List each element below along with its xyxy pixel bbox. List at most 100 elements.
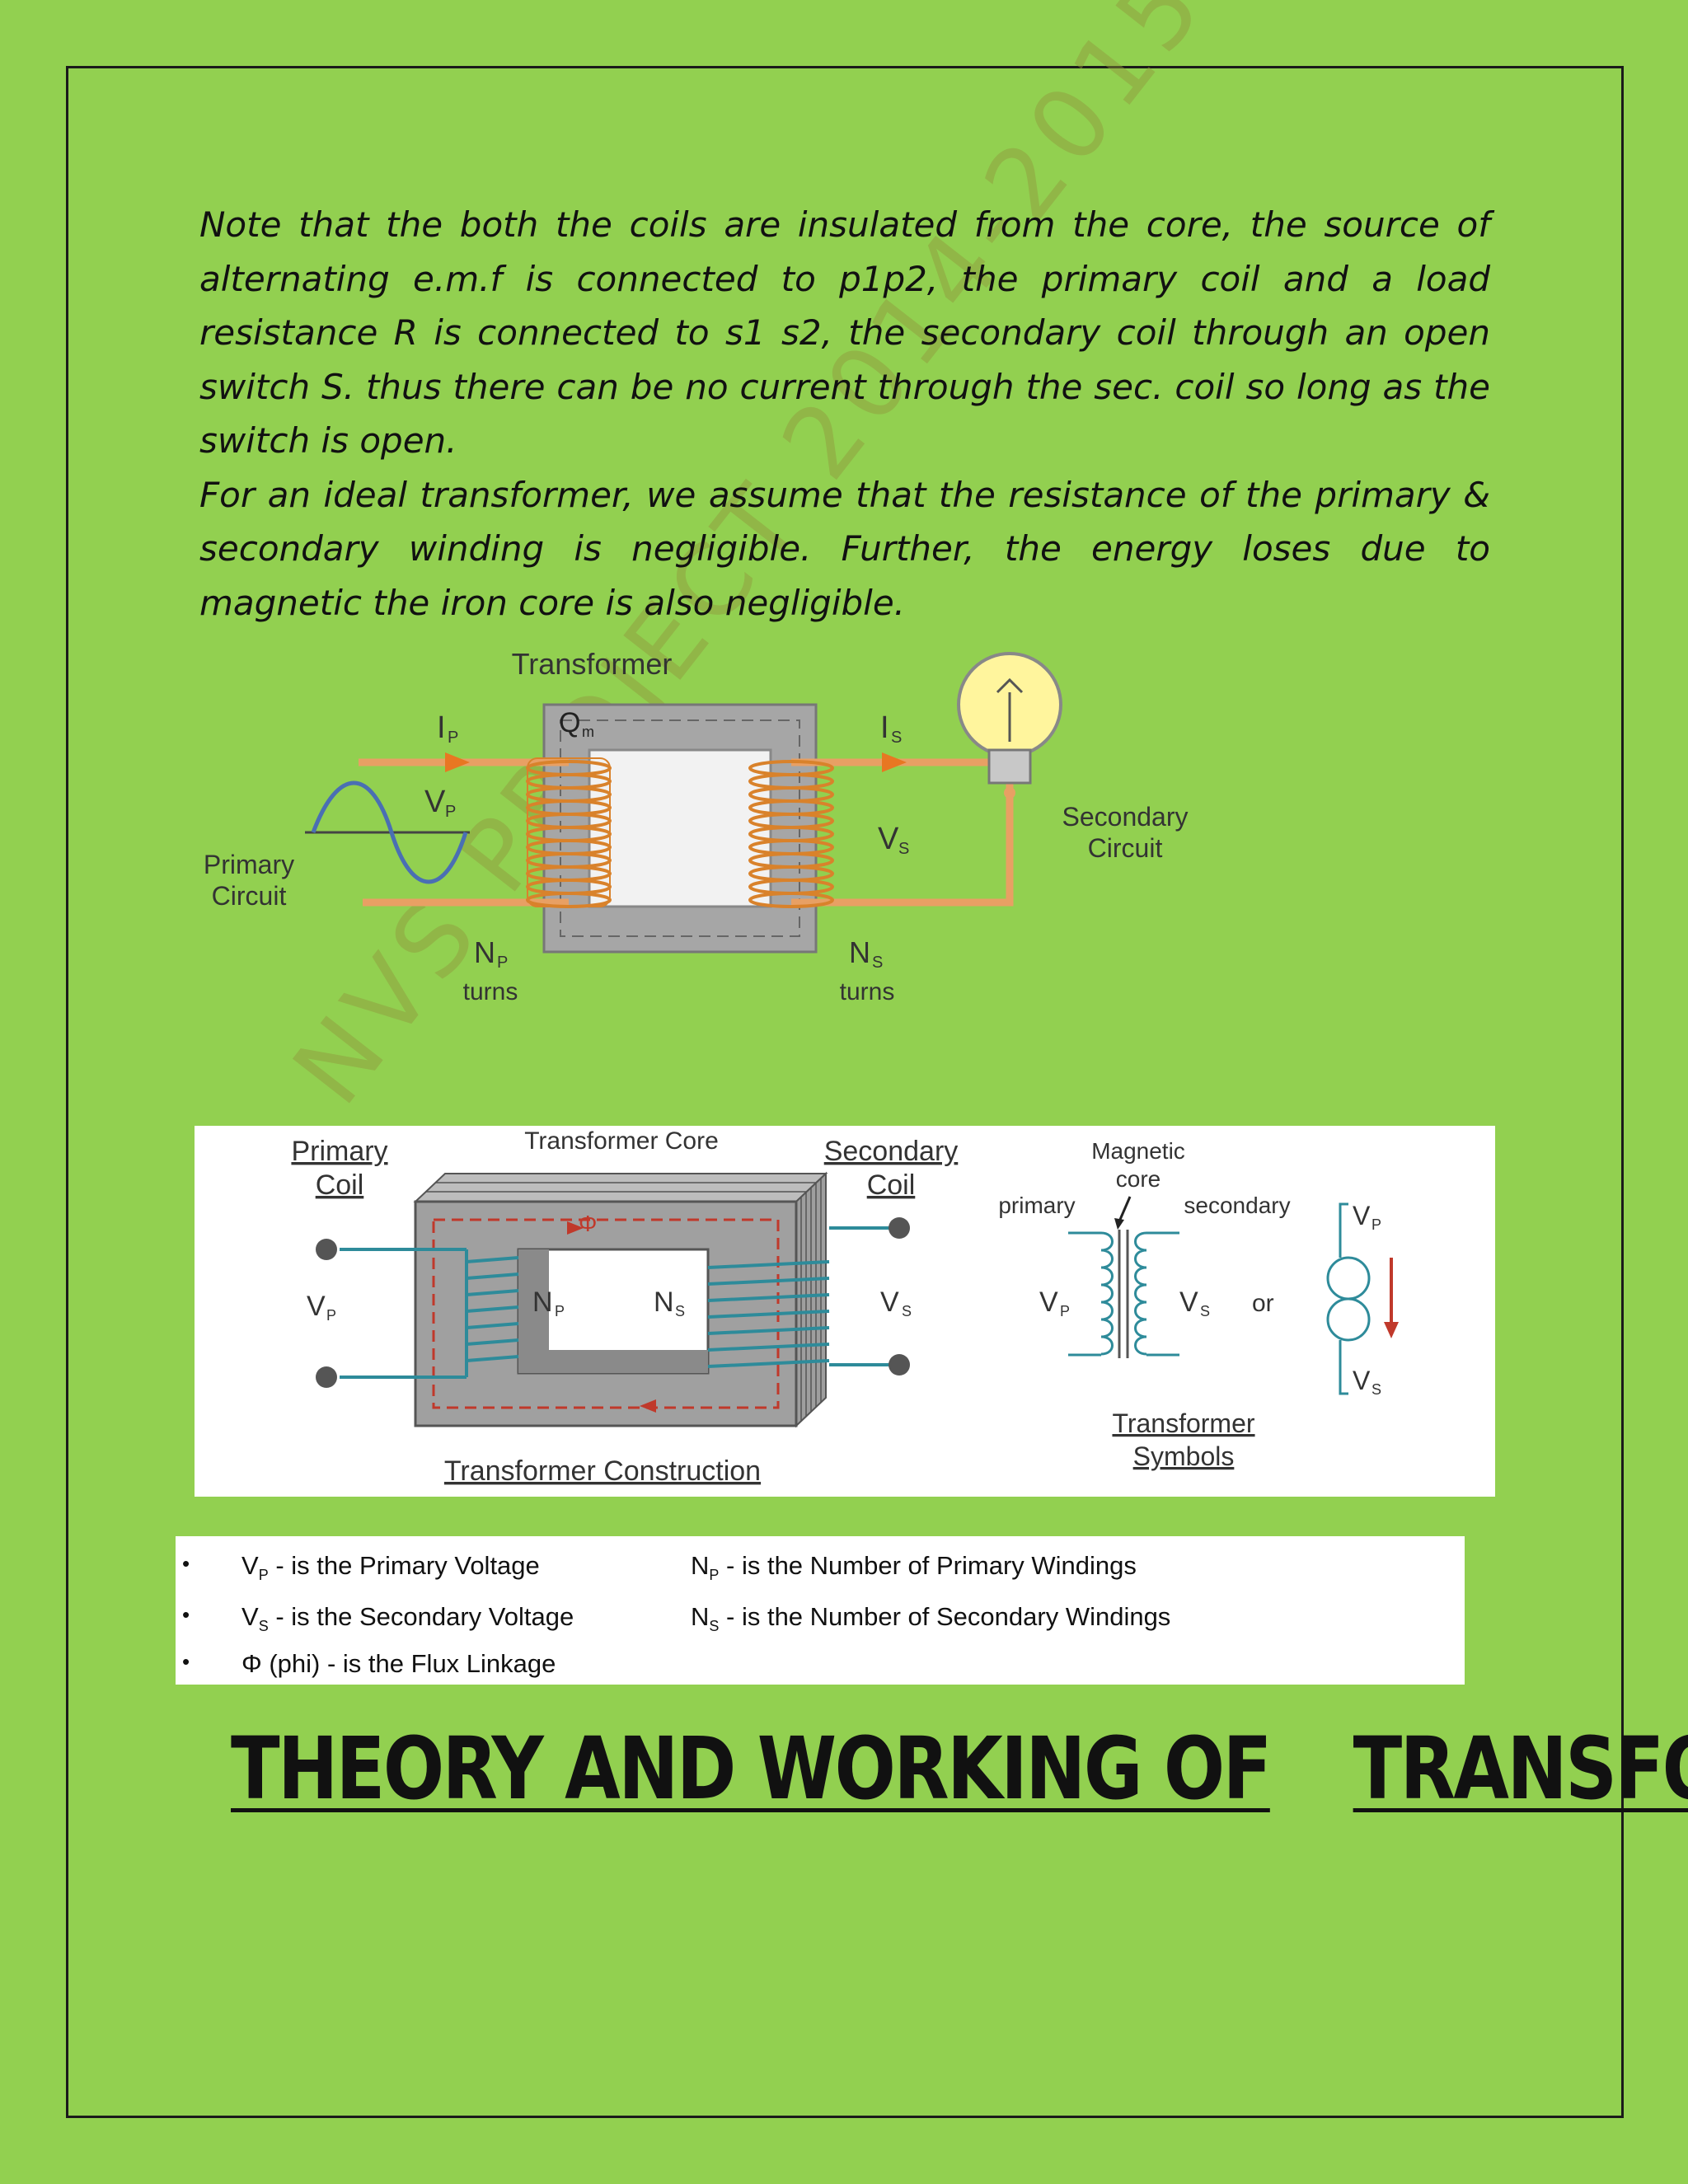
svg-text:P: P [445,803,456,821]
core-pointer-arrow [1118,1196,1132,1222]
transformer-construction-panel: Primary Coil Transformer Core Secondary … [195,1126,1495,1497]
svg-text:N: N [532,1286,553,1318]
svg-text:V: V [880,1286,899,1318]
construction-caption: Transformer Construction [444,1455,761,1487]
svg-text:S: S [1200,1303,1210,1319]
is-arrow [882,752,907,772]
svg-text:Φ: Φ [579,1211,597,1236]
secondary-terminal-bottom [889,1354,910,1376]
vp-symbol-label: V P [1039,1286,1070,1319]
core-bars [1118,1230,1129,1358]
primary-terminal-bottom [316,1366,337,1388]
svg-text:P: P [555,1303,565,1319]
svg-text:Primary: Primary [291,1136,387,1167]
svg-text:Secondary: Secondary [1062,802,1189,832]
definition-vp: VP - is the Primary Voltage [241,1551,540,1584]
primary-windings [340,1248,519,1379]
secondary-symbol-label: secondary [1184,1193,1290,1218]
ns-turns-label: N S turns [840,935,895,1005]
svg-text:Transformer: Transformer [512,647,673,681]
svg-text:V: V [878,822,899,856]
svg-text:P: P [448,729,458,747]
secondary-circuit-label: Secondary Circuit [1062,802,1189,863]
vs-construction-label: V S [880,1286,912,1319]
svg-text:V: V [424,785,446,819]
bullet: • [182,1551,190,1576]
svg-text:Transformer Core: Transformer Core [524,1127,719,1155]
svg-text:Circuit: Circuit [1088,833,1163,863]
or-label: or [1252,1290,1274,1317]
primary-circuit-label: Primary Circuit [204,850,294,911]
svg-text:primary: primary [998,1193,1075,1218]
definition-ns: NS - is the Number of Secondary Windings [691,1602,1171,1635]
flux-label: Q m [559,707,594,740]
svg-text:P: P [497,954,508,972]
vs-symbol-label: V S [1179,1286,1210,1319]
vp-construction-label: V P [307,1291,336,1324]
svg-text:I: I [880,710,889,745]
definitions-list: • VP - is the Primary Voltage NP - is th… [176,1536,1465,1685]
svg-text:S: S [902,1303,912,1319]
svg-text:V: V [1353,1366,1371,1395]
transformer-title: Transformer [512,647,673,681]
svg-text:N: N [654,1286,674,1318]
ns-construction-label: N S [654,1286,685,1319]
svg-text:Secondary: Secondary [824,1136,959,1167]
alternate-symbol [1326,1202,1399,1395]
laminated-core [413,1171,828,1428]
definition-phi: Φ (phi) - is the Flux Linkage [241,1649,556,1678]
svg-text:P: P [1060,1303,1070,1319]
definition-np: NP - is the Number of Primary Windings [691,1551,1137,1584]
svg-text:N: N [474,935,495,969]
np-construction-label: N P [532,1286,565,1319]
primary-coil-label: Primary Coil [291,1136,387,1201]
svg-text:V: V [1039,1286,1058,1318]
lamp-icon [957,652,1062,799]
vp-alt-label: V P [1353,1201,1381,1233]
note-paragraph-1: Note that the both the coils are insulat… [199,204,1490,461]
bullet: • [182,1649,190,1674]
np-turns-label: N P turns [463,935,518,1005]
secondary-coil [748,760,834,908]
svg-text:turns: turns [463,978,518,1005]
svg-text:turns: turns [840,978,895,1005]
transformer-circuit-diagram: Transformer Q m [204,647,1189,1005]
svg-text:S: S [872,954,883,972]
secondary-wire-bottom [791,791,1014,907]
svg-text:P: P [1372,1216,1381,1233]
svg-text:S: S [675,1303,685,1319]
svg-text:Symbols: Symbols [1133,1441,1235,1471]
svg-text:core: core [1116,1166,1160,1192]
construction-diagram: Primary Coil Transformer Core Secondary … [291,1127,1399,1487]
core-window [588,748,772,908]
svg-text:I: I [437,710,446,745]
svg-text:P: P [326,1307,336,1324]
ip-label: I P [437,710,458,747]
svg-text:Transformer: Transformer [1112,1408,1254,1438]
primary-coil [526,757,612,908]
magnetic-core-label: Magnetic core [1091,1138,1185,1192]
transformer-symbol [1068,1231,1179,1357]
secondary-windings [707,1226,899,1368]
svg-text:m: m [582,724,594,740]
svg-text:Primary: Primary [204,850,294,879]
svg-text:V: V [1353,1201,1371,1230]
is-label: I S [880,710,902,747]
vs-alt-label: V S [1353,1366,1381,1398]
core-label: Transformer Core [524,1127,719,1155]
note-paragraph-2: For an ideal transformer, we assume that… [199,474,1490,623]
svg-text:secondary: secondary [1184,1193,1290,1218]
svg-text:Q: Q [559,707,580,738]
svg-text:V: V [307,1291,326,1322]
page-title: THEORY AND WORKING OFTRANSFORMER [231,1718,1688,1819]
definition-vs: VS - is the Secondary Voltage [241,1602,574,1635]
bullet: • [182,1602,190,1627]
svg-text:S: S [898,840,909,858]
phi-label: Φ [579,1211,597,1236]
vs-label: V S [878,822,909,858]
svg-text:N: N [849,935,870,969]
secondary-coil-label: Secondary Coil [824,1136,959,1201]
svg-text:Transformer Construction: Transformer Construction [444,1455,761,1487]
vp-label: V P [424,785,456,821]
svg-text:Circuit: Circuit [212,881,287,911]
